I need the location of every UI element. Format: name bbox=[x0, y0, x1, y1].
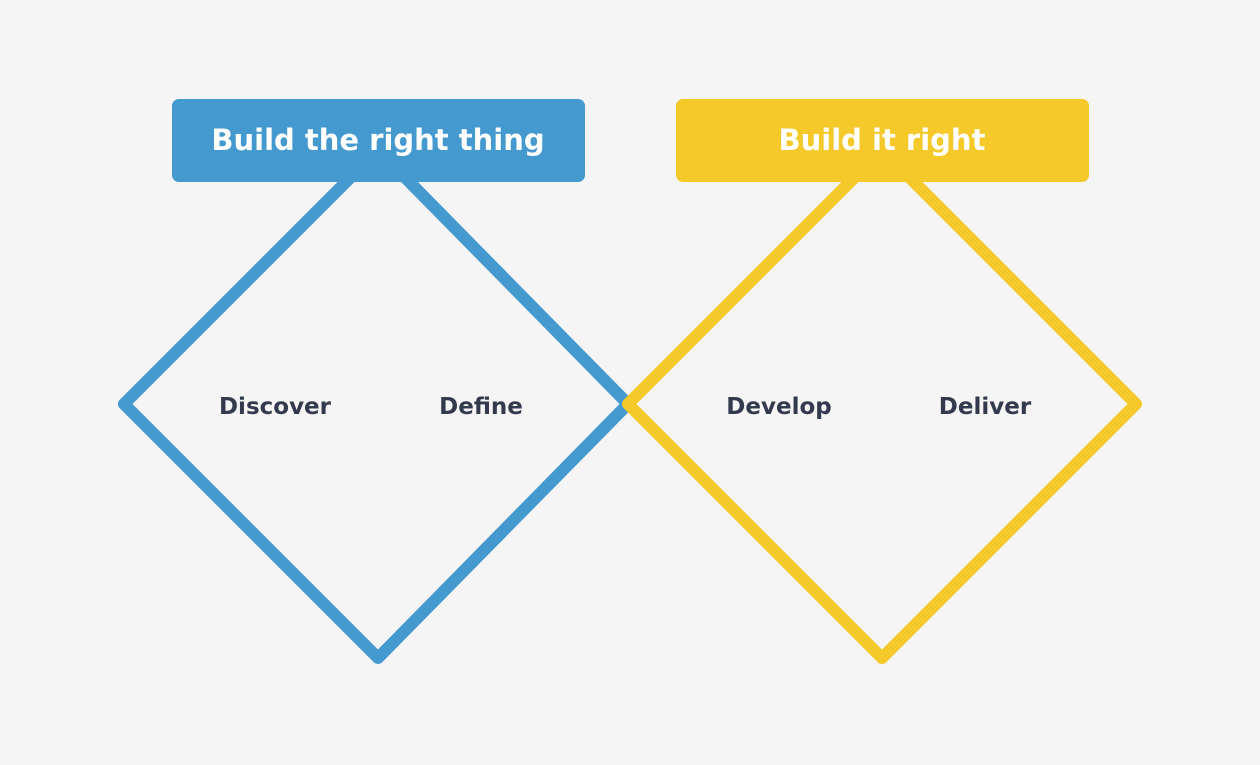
left-header-box bbox=[172, 99, 585, 182]
left-header-label: Build the right thing bbox=[211, 123, 544, 157]
right-header: Build it right bbox=[676, 99, 1089, 182]
phase-label-define: Define bbox=[439, 394, 523, 420]
right-diamond-outline bbox=[622, 144, 1142, 664]
right-header-box bbox=[676, 99, 1089, 182]
right-header-label: Build it right bbox=[779, 123, 986, 157]
phase-label-discover: Discover bbox=[219, 394, 332, 420]
phase-label-deliver: Deliver bbox=[939, 394, 1032, 420]
phase-label-develop: Develop bbox=[726, 394, 831, 420]
left-header: Build the right thing bbox=[172, 99, 585, 182]
left-diamond-outline bbox=[118, 144, 634, 664]
